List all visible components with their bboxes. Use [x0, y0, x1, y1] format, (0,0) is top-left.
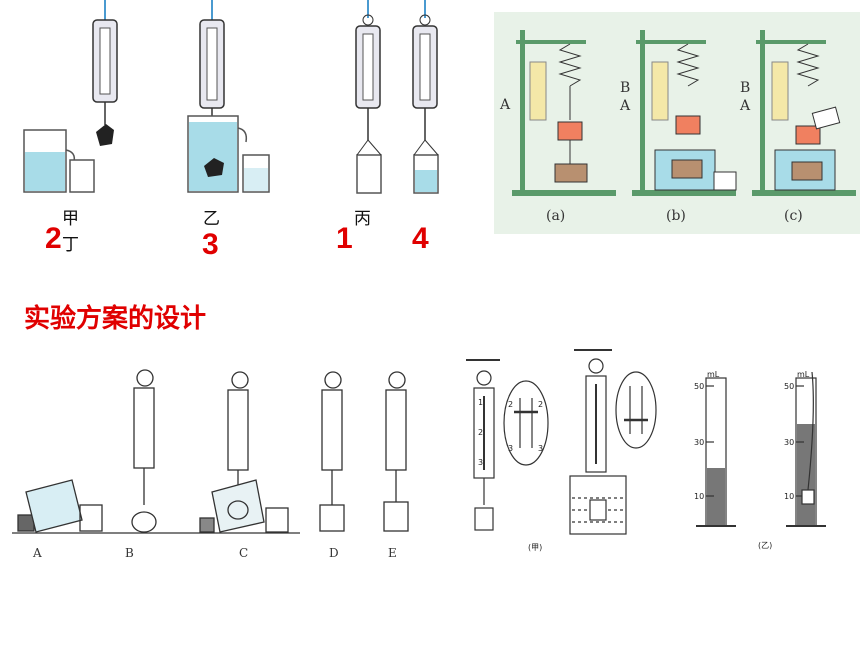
label-bottom-a: A: [33, 546, 42, 560]
point-label-a-panel-a: A: [500, 97, 511, 113]
section-title: 实验方案的设计: [24, 304, 207, 334]
caption-c: (c): [784, 208, 803, 224]
stand-b: [632, 30, 737, 196]
label-jia: 甲: [62, 209, 79, 229]
point-label-a-panel-c: A: [740, 98, 751, 114]
point-label-b-panel-c: B: [740, 80, 751, 96]
stand-c: [752, 30, 856, 196]
point-label-a-panel-b: A: [620, 98, 631, 114]
point-label-b-panel-b: B: [620, 80, 631, 96]
cylinder-tick-50-left: 50: [694, 382, 705, 391]
zoom-mark-2-right: 2: [538, 400, 544, 409]
spring-scale-1: [92, 0, 118, 146]
label-bottom-e: E: [388, 546, 397, 560]
caption-b: (b): [666, 208, 686, 224]
graduated-cylinders: [696, 371, 826, 527]
label-bottom-d: D: [329, 546, 339, 560]
spring-scale-4: [412, 0, 439, 194]
scale-mark-1: 1: [478, 398, 484, 407]
cylinder-tick-50-right: 50: [784, 382, 795, 391]
spring-scale-2: [199, 0, 225, 155]
cylinder-unit-right: mL: [797, 370, 810, 379]
overflow-beaker-1: [23, 129, 95, 193]
bottom-left-drawing: [12, 369, 409, 534]
scale-mark-3: 3: [478, 458, 484, 467]
step-number-jia: 2: [45, 222, 62, 255]
spring-scale-3: [355, 0, 382, 194]
label-yi: 乙: [203, 209, 220, 229]
scale-mark-2: 2: [478, 428, 484, 437]
caption-jia: (甲): [528, 543, 543, 552]
cylinder-unit-left: mL: [707, 370, 720, 379]
caption-yi: (乙): [758, 541, 773, 550]
zoom-mark-3-right: 3: [538, 444, 544, 453]
label-bing: 丙: [354, 209, 371, 229]
overflow-beaker-2: [187, 115, 270, 193]
cylinder-tick-30-right: 30: [784, 438, 795, 447]
step-number-ding: 4: [412, 222, 429, 255]
step-number-yi: 3: [202, 228, 219, 261]
zoom-mark-2-left: 2: [508, 400, 514, 409]
label-ding: 丁: [62, 235, 79, 255]
bottom-right-scales: [466, 349, 657, 535]
step-number-bing: 1: [336, 222, 353, 255]
caption-a: (a): [546, 208, 566, 224]
stand-a: [512, 30, 616, 196]
cylinder-tick-10-right: 10: [784, 492, 795, 501]
label-bottom-c: C: [239, 546, 249, 560]
cylinder-tick-30-left: 30: [694, 438, 705, 447]
label-bottom-b: B: [125, 546, 134, 560]
zoom-mark-3-left: 3: [508, 444, 514, 453]
cylinder-tick-10-left: 10: [694, 492, 705, 501]
